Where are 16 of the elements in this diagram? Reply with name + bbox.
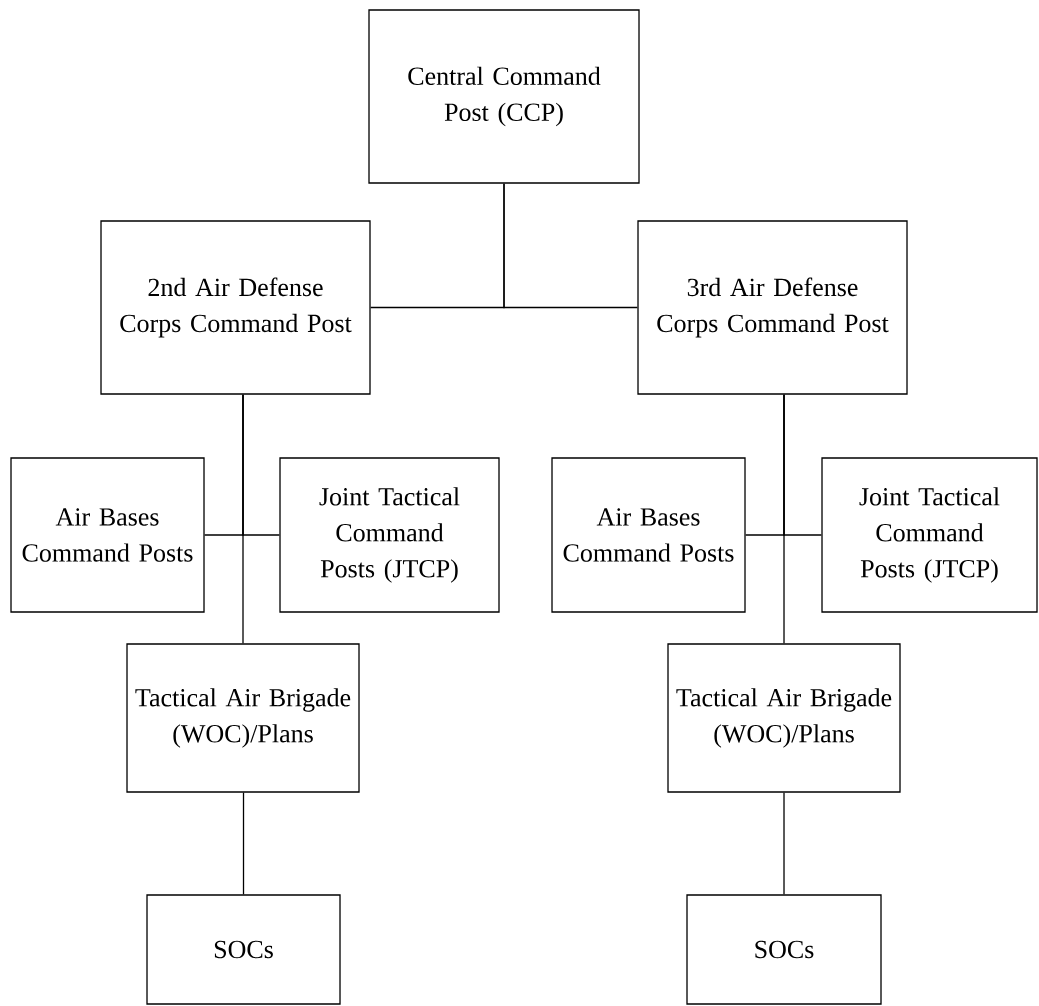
unit-box: SOCs <box>146 894 341 1005</box>
command-box: 2nd Air Defense Corps Command Post <box>100 220 371 395</box>
unit-box: SOCs <box>686 894 882 1005</box>
unit-box: Joint Tactical Command Posts (JTCP) <box>821 457 1038 613</box>
connector-line <box>783 792 785 895</box>
unit-box: Air Bases Command Posts <box>10 457 205 613</box>
unit-box: Tactical Air Brigade (WOC)/Plans <box>667 643 901 793</box>
unit-box: Joint Tactical Command Posts (JTCP) <box>279 457 500 613</box>
unit-box: Air Bases Command Posts <box>551 457 746 613</box>
command-box: Central Command Post (CCP) <box>368 9 640 184</box>
connector-line <box>242 394 244 644</box>
connector-line <box>783 394 785 644</box>
command-box: 3rd Air Defense Corps Command Post <box>637 220 908 395</box>
unit-box: Tactical Air Brigade (WOC)/Plans <box>126 643 360 793</box>
connector-line <box>503 183 638 309</box>
connector-line <box>242 792 245 895</box>
